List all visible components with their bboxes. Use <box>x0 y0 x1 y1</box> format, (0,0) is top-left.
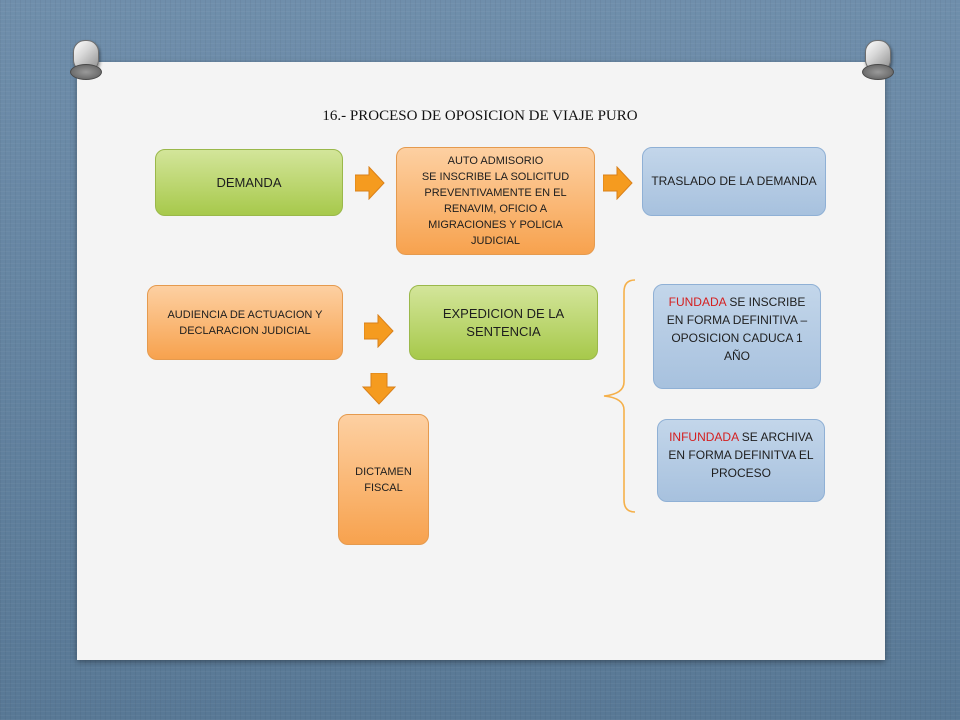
node-fundada: FUNDADA SE INSCRIBE EN FORMA DEFINITIVA … <box>653 284 821 389</box>
arrow-right-icon <box>355 166 385 200</box>
node-auto-admisorio: AUTO ADMISORIO SE INSCRIBE LA SOLICITUD … <box>396 147 595 255</box>
fundada-text: SE INSCRIBE EN FORMA DEFINITIVA – OPOSIC… <box>666 295 808 363</box>
node-expedicion: EXPEDICION DE LA SENTENCIA <box>409 285 598 360</box>
diagram-title: 16.- PROCESO DE OPOSICION DE VIAJE PURO <box>322 108 638 124</box>
infundada-keyword: INFUNDADA <box>669 430 739 444</box>
node-dictamen: DICTAMEN FISCAL <box>338 414 429 545</box>
pushpin-icon <box>862 40 894 80</box>
arrow-down-icon <box>362 373 396 405</box>
node-traslado: TRASLADO DE LA DEMANDA <box>642 147 826 216</box>
fundada-keyword: FUNDADA <box>668 295 726 309</box>
arrow-right-icon <box>364 314 394 348</box>
node-infundada: INFUNDADA SE ARCHIVA EN FORMA DEFINITVA … <box>657 419 825 502</box>
bracket-connector <box>603 279 636 513</box>
arrow-right-icon <box>603 166 633 200</box>
infundada-text: SE ARCHIVA EN FORMA DEFINITVA EL PROCESO <box>668 430 814 480</box>
node-demanda: DEMANDA <box>155 149 343 216</box>
pushpin-icon <box>70 40 102 80</box>
node-audiencia: AUDIENCIA DE ACTUACION Y DECLARACION JUD… <box>147 285 343 360</box>
